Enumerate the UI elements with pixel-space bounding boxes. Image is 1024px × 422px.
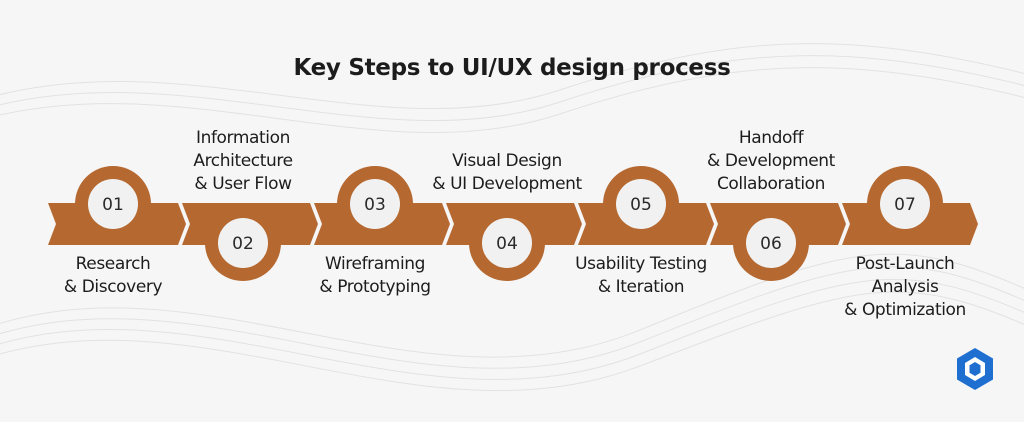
step-label-line: Analysis (871, 277, 939, 297)
step-badge-07: 07 (867, 166, 943, 242)
step-number: 02 (232, 234, 254, 254)
step-number: 04 (496, 234, 518, 254)
step-badge-01: 01 (75, 166, 151, 242)
step-label-line: Architecture (193, 151, 293, 171)
step-badge-02: 02 (205, 205, 281, 281)
step-badge-fill (350, 179, 400, 229)
step-label-04: Visual Design & UI Development (417, 150, 597, 196)
step-badge-03: 03 (337, 166, 413, 242)
step-badge-fill (88, 179, 138, 229)
step-badge-fill (482, 218, 532, 268)
step-badge-06: 06 (733, 205, 809, 281)
step-label-line: & Development (707, 151, 835, 171)
step-label-01: Research & Discovery (23, 253, 203, 299)
step-badge-fill (218, 218, 268, 268)
step-number: 03 (364, 195, 386, 215)
step-label-line: & Iteration (597, 277, 685, 297)
step-number: 01 (102, 195, 124, 215)
step-label-line: Handoff (738, 128, 804, 148)
step-label-line: & UI Development (432, 174, 582, 194)
step-label-line: Wireframing (324, 254, 426, 274)
step-badge-05: 05 (603, 166, 679, 242)
step-label-line: Visual Design (452, 151, 562, 171)
step-label-line: Collaboration (716, 174, 826, 194)
step-badge-fill (746, 218, 796, 268)
step-label-03: Wireframing & Prototyping (285, 253, 465, 299)
step-label-line: & Optimization (844, 300, 966, 320)
step-number: 05 (630, 195, 652, 215)
step-label-line: & Prototyping (319, 277, 431, 297)
step-label-line: Post-Launch (855, 254, 955, 274)
step-badge-fill (616, 179, 666, 229)
step-badge-04: 04 (469, 205, 545, 281)
step-label-line: Research (75, 254, 151, 274)
step-number: 07 (894, 195, 916, 215)
step-badge-fill (880, 179, 930, 229)
step-label-05: Usability Testing & Iteration (551, 253, 731, 299)
hexagon-logo-icon (957, 348, 993, 390)
page-title: Key Steps to UI/UX design process (293, 55, 731, 81)
step-number: 06 (760, 234, 782, 254)
step-label-line: & Discovery (63, 277, 163, 297)
step-label-line: & User Flow (194, 174, 292, 194)
step-label-line: Information (195, 128, 290, 148)
step-label-line: Usability Testing (575, 254, 707, 274)
